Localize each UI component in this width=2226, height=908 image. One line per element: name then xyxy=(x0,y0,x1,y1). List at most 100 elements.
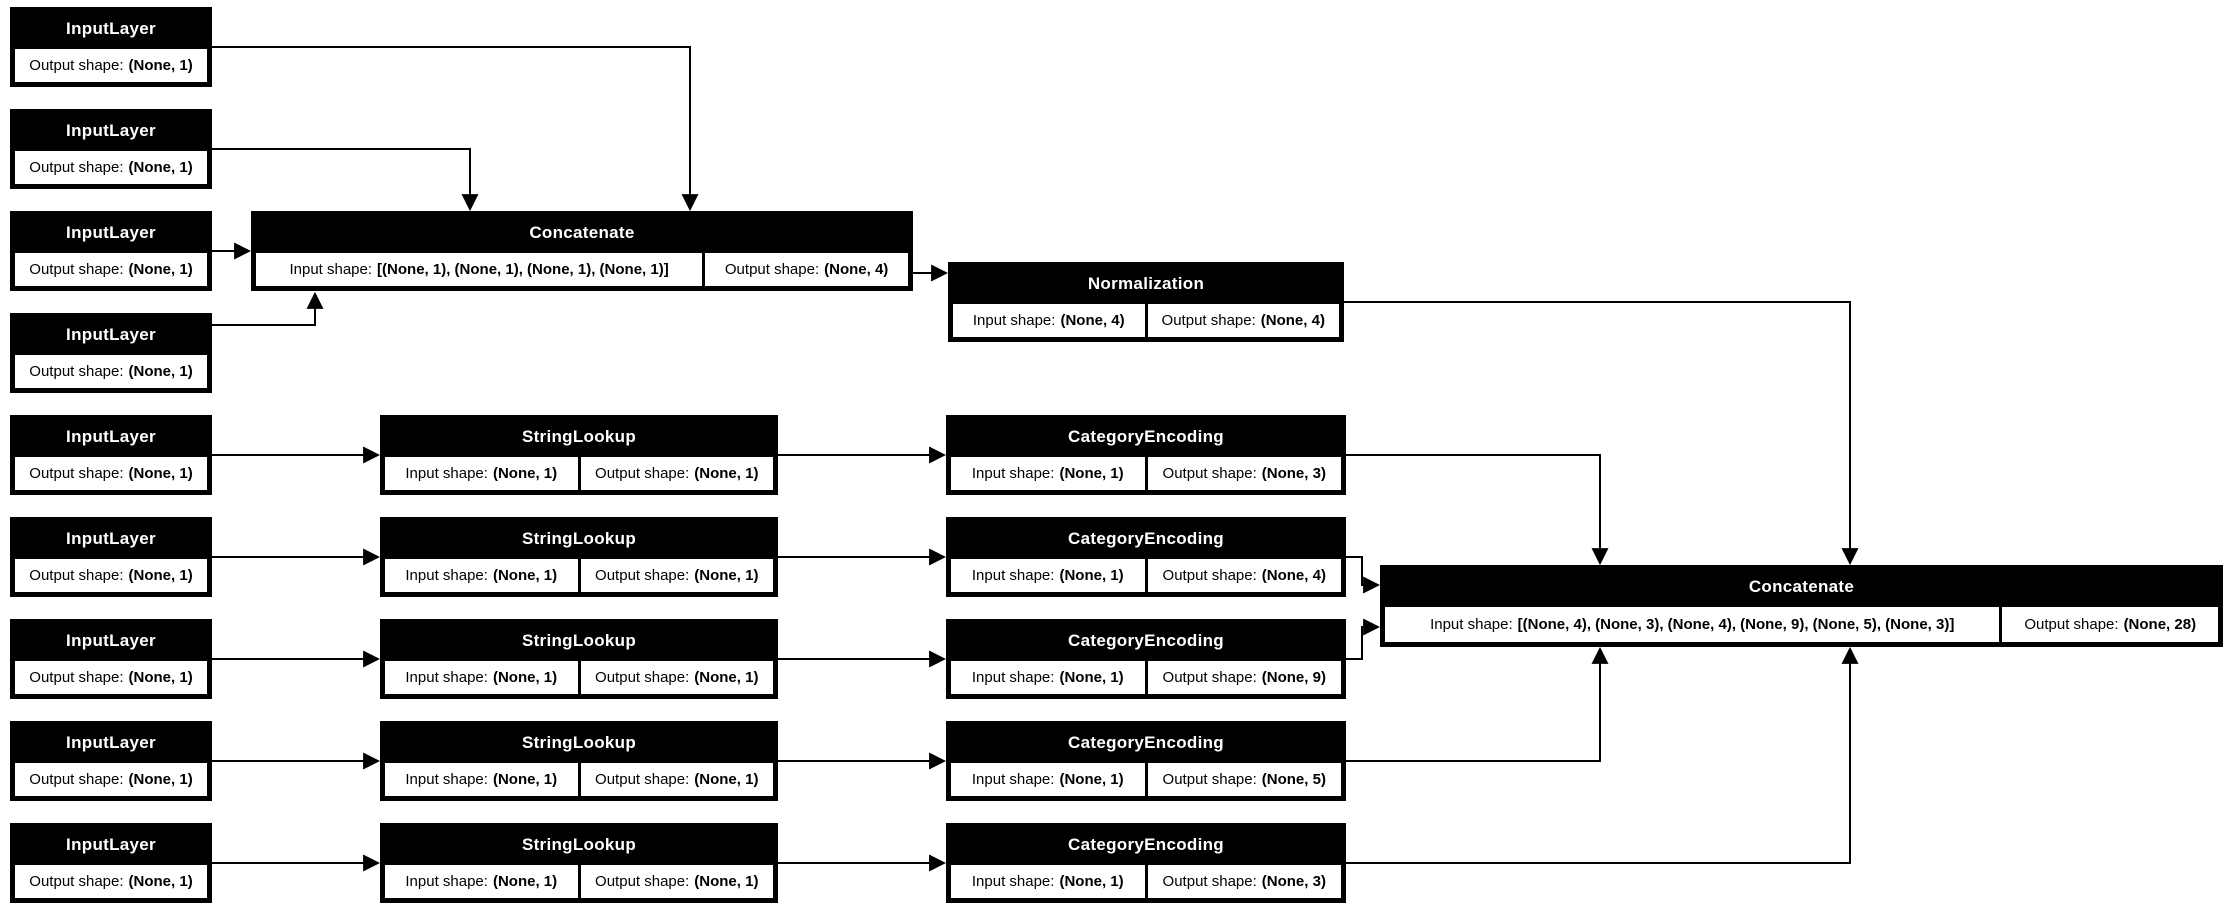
node-title: CategoryEncoding xyxy=(1068,733,1224,752)
shape-cell-value: (None, 4) xyxy=(824,261,889,278)
shape-row: Output shape:(None, 1) xyxy=(12,355,210,391)
shape-cell-label: Output shape: xyxy=(724,261,820,278)
shape-row: Input shape:(None, 4)Output shape:(None,… xyxy=(950,304,1342,340)
shape-cell-label: Output shape: xyxy=(29,363,124,380)
shape-row: Input shape:(None, 1)Output shape:(None,… xyxy=(948,559,1344,595)
shape-cell-value: (None, 1) xyxy=(492,567,558,584)
shape-cell-label: Input shape: xyxy=(971,465,1055,482)
shape-cell: Input shape:(None, 1) xyxy=(385,763,578,796)
shape-cell-value: (None, 1) xyxy=(1059,567,1124,584)
shape-cell: Input shape:(None, 1) xyxy=(951,559,1145,592)
edge-input-layer-4--concatenate-1 xyxy=(212,291,324,326)
shape-cell: Output shape:(None, 4) xyxy=(705,253,908,286)
shape-cell: Output shape:(None, 1) xyxy=(15,253,207,286)
shape-cell: Output shape:(None, 1) xyxy=(580,763,773,796)
shape-row: Input shape:[(None, 4), (None, 3), (None… xyxy=(1382,607,2221,645)
edge-input-layer-1--concatenate-1 xyxy=(212,46,699,212)
node-title: InputLayer xyxy=(66,427,156,446)
shape-cell-label: Input shape: xyxy=(971,771,1055,788)
shape-cell-label: Output shape: xyxy=(1162,465,1257,482)
shape-cell-value: (None, 5) xyxy=(1261,771,1326,788)
shape-cell-label: Output shape: xyxy=(29,567,124,584)
shape-row: Input shape:[(None, 1), (None, 1), (None… xyxy=(253,253,911,289)
shape-cell: Output shape:(None, 1) xyxy=(15,49,207,82)
shape-cell-label: Input shape: xyxy=(1430,616,1513,633)
shape-row: Output shape:(None, 1) xyxy=(12,49,210,85)
node-title: StringLookup xyxy=(521,529,637,548)
node-title: Concatenate xyxy=(529,223,635,242)
shape-cell-label: Output shape: xyxy=(595,669,690,686)
node-title: StringLookup xyxy=(521,631,637,650)
shape-cell: Input shape:(None, 1) xyxy=(951,661,1145,694)
shape-cell-value: (None, 1) xyxy=(1059,465,1124,482)
shape-cell-label: Output shape: xyxy=(595,771,690,788)
node-title: InputLayer xyxy=(66,835,156,854)
shape-cell-label: Input shape: xyxy=(405,567,488,584)
shape-cell-value: (None, 1) xyxy=(1059,873,1124,890)
shape-cell-label: Output shape: xyxy=(1162,873,1257,890)
shape-cell: Output shape:(None, 1) xyxy=(15,865,207,898)
shape-cell-label: Output shape: xyxy=(1161,312,1256,329)
shape-cell: Output shape:(None, 1) xyxy=(580,865,773,898)
shape-row: Input shape:(None, 1)Output shape:(None,… xyxy=(948,661,1344,697)
shape-cell-value: (None, 3) xyxy=(1261,873,1326,890)
shape-cell: Input shape:(None, 1) xyxy=(951,865,1145,898)
node-title: InputLayer xyxy=(66,121,156,140)
shape-cell-label: Output shape: xyxy=(29,159,124,176)
shape-cell-label: Output shape: xyxy=(1162,771,1257,788)
shape-row: Output shape:(None, 1) xyxy=(12,661,210,697)
node-title: InputLayer xyxy=(66,631,156,650)
shape-cell-value: (None, 1) xyxy=(128,567,193,584)
shape-cell-value: (None, 1) xyxy=(694,567,759,584)
shape-cell: Input shape:(None, 1) xyxy=(385,457,578,490)
node-title: Concatenate xyxy=(1748,577,1855,596)
shape-cell: Output shape:(None, 1) xyxy=(15,661,207,694)
shape-cell-label: Input shape: xyxy=(405,669,488,686)
shape-cell: Input shape:(None, 1) xyxy=(385,559,578,592)
edge-category-encoding-4--concatenate-2 xyxy=(1346,646,1609,762)
shape-cell-label: Output shape: xyxy=(595,567,690,584)
shape-cell-value: (None, 1) xyxy=(128,465,193,482)
shape-cell-label: Output shape: xyxy=(29,873,124,890)
shape-cell: Output shape:(None, 1) xyxy=(15,355,207,388)
edge-normalization--concatenate-2 xyxy=(1344,301,1859,566)
shape-row: Input shape:(None, 1)Output shape:(None,… xyxy=(382,661,776,697)
node-title: InputLayer xyxy=(66,223,156,242)
shape-cell-value: (None, 1) xyxy=(1059,771,1124,788)
shape-cell-label: Output shape: xyxy=(29,57,124,74)
shape-cell-value: (None, 1) xyxy=(694,873,759,890)
edge-category-encoding-5--concatenate-2 xyxy=(1346,646,1859,864)
shape-cell: Output shape:(None, 1) xyxy=(580,457,773,490)
node-title: CategoryEncoding xyxy=(1068,427,1224,446)
shape-row: Output shape:(None, 1) xyxy=(12,763,210,799)
node-title: StringLookup xyxy=(521,427,637,446)
shape-row: Input shape:(None, 1)Output shape:(None,… xyxy=(382,559,776,595)
shape-cell-value: (None, 1) xyxy=(128,159,193,176)
node-title: StringLookup xyxy=(521,835,637,854)
shape-cell: Input shape:(None, 1) xyxy=(951,457,1145,490)
shape-cell-label: Input shape: xyxy=(405,873,488,890)
shape-cell-value: (None, 1) xyxy=(1059,669,1124,686)
shape-cell-value: (None, 1) xyxy=(492,465,558,482)
shape-cell-value: (None, 4) xyxy=(1261,567,1326,584)
shape-row: Output shape:(None, 1) xyxy=(12,559,210,595)
edge-input-layer-2--concatenate-1 xyxy=(212,148,479,212)
edge-category-encoding-1--concatenate-2 xyxy=(1346,454,1609,566)
shape-cell-label: Output shape: xyxy=(595,465,690,482)
shape-cell: Output shape:(None, 1) xyxy=(580,559,773,592)
